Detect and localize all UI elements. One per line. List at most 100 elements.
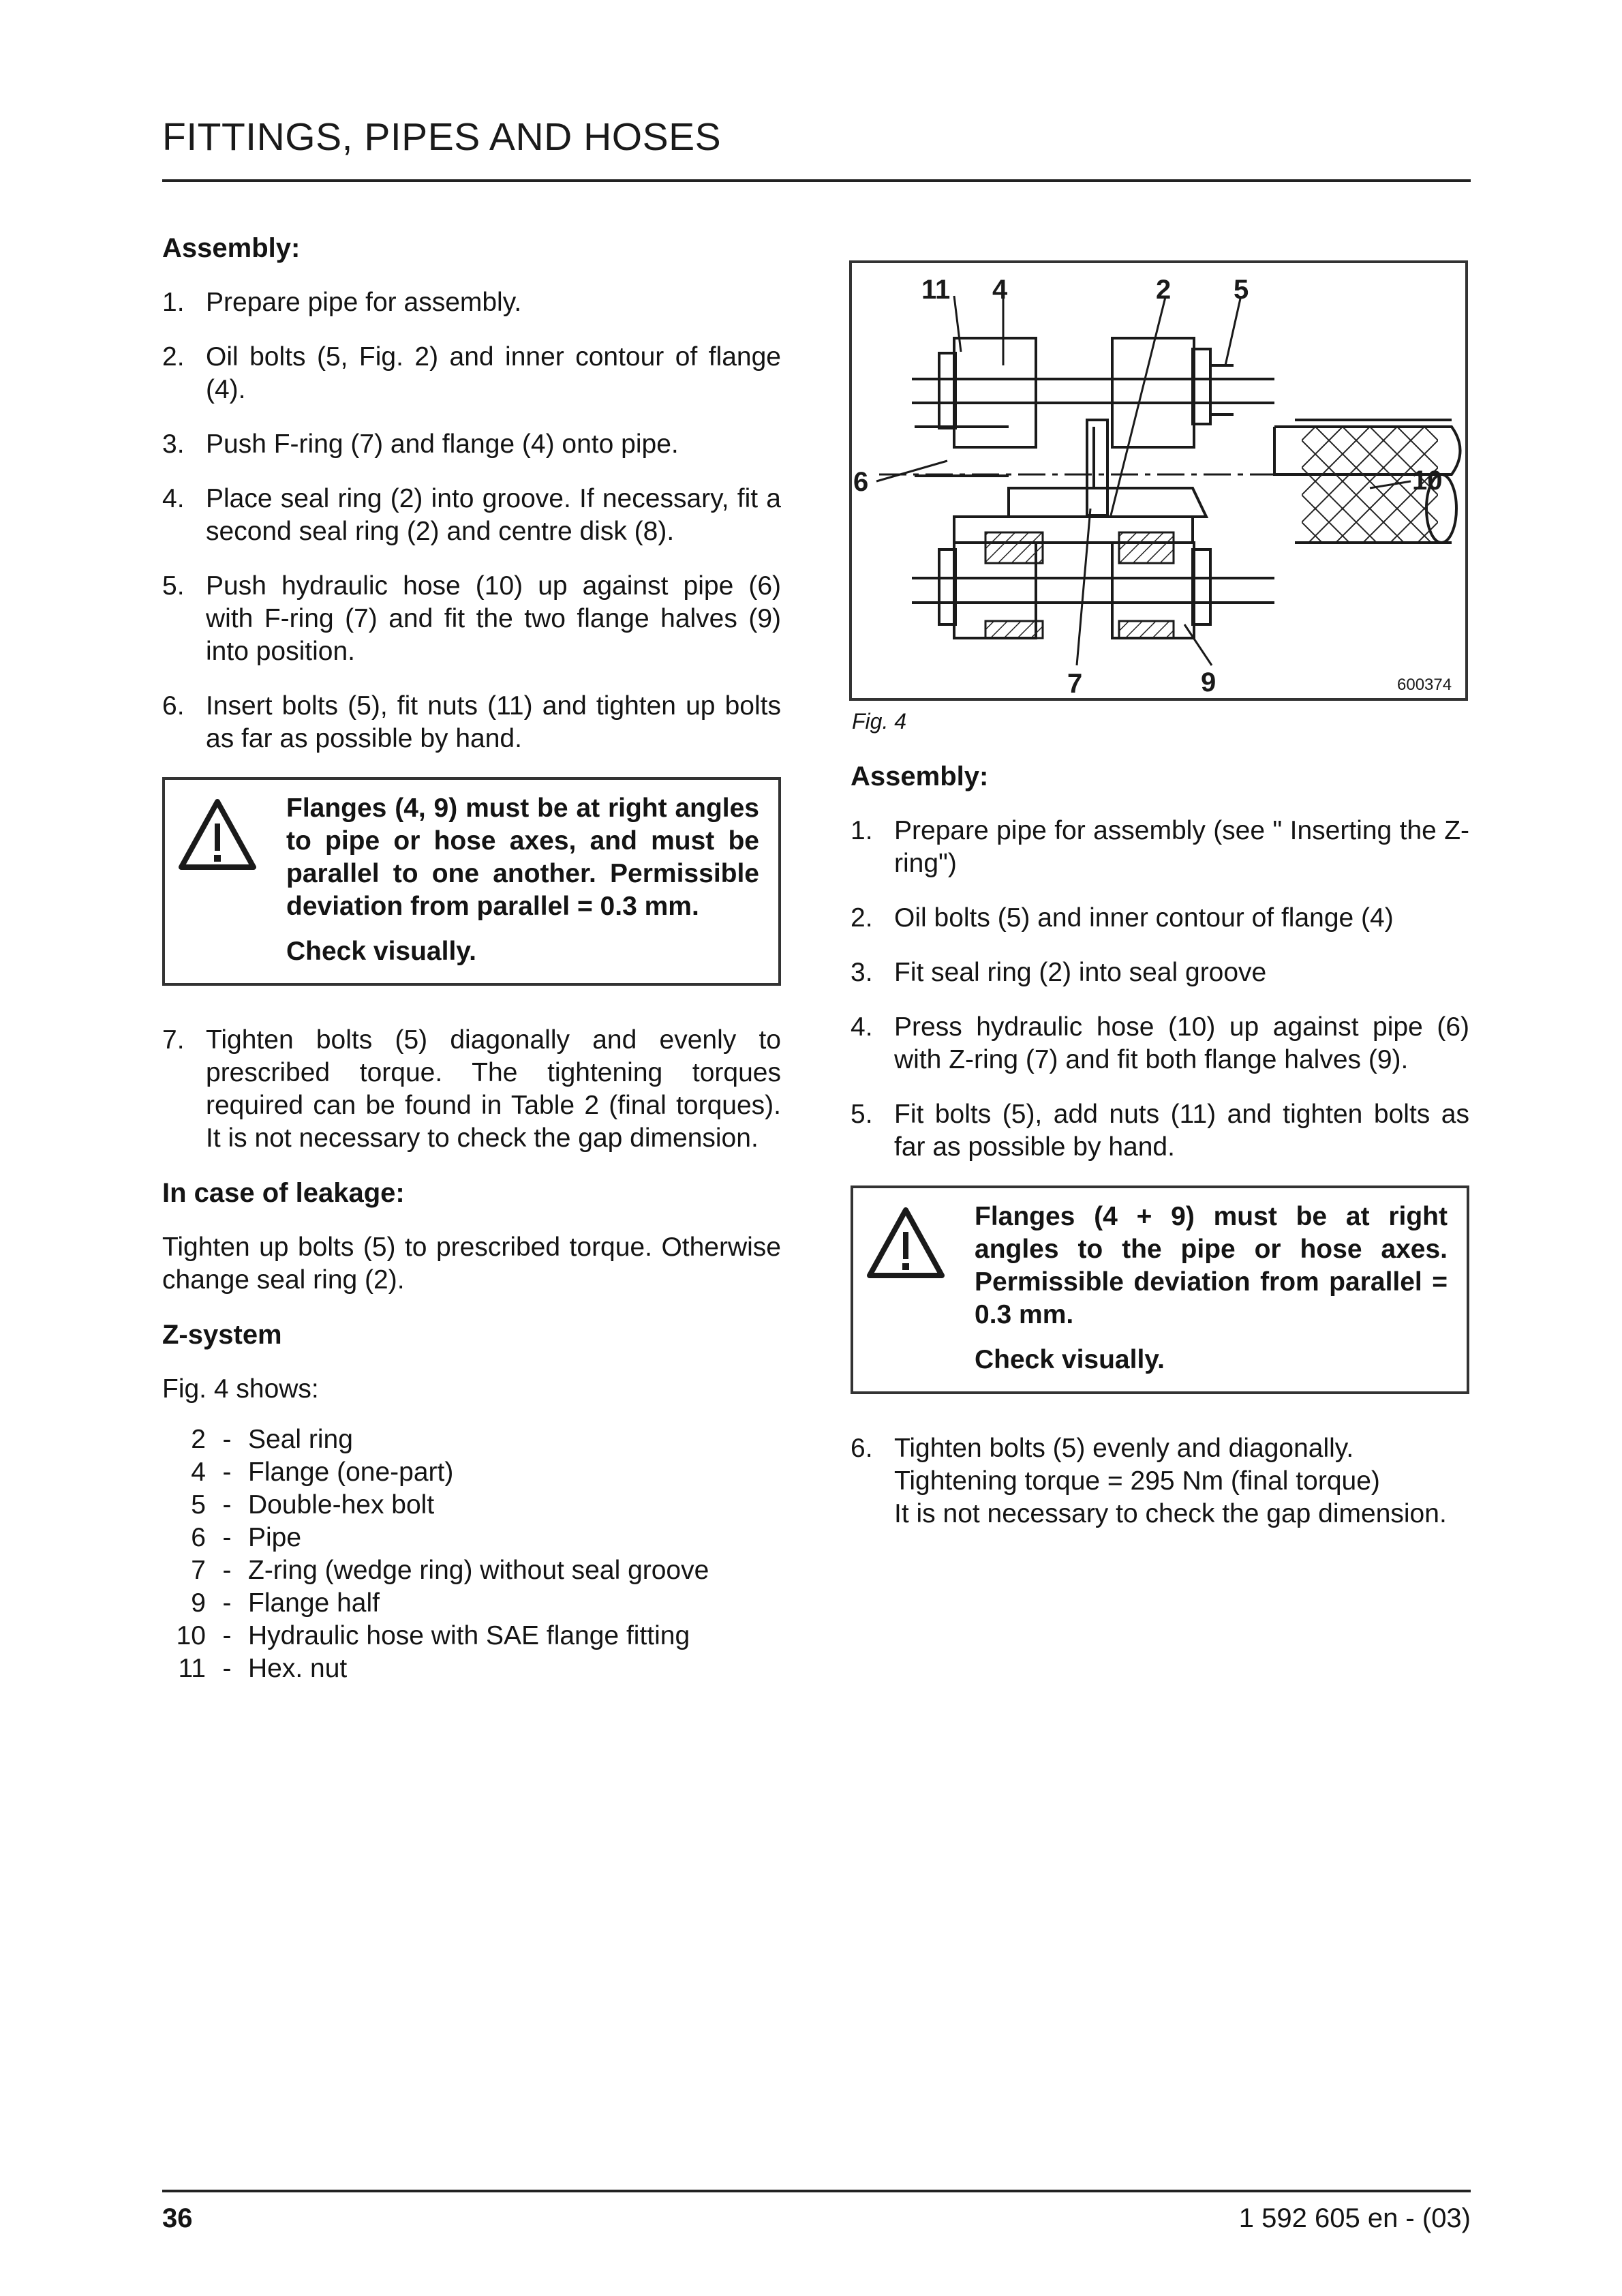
part-desc: Flange half [248,1588,380,1618]
list-item: 3. Fit seal ring (2) into seal groove [851,956,1469,989]
step-number: 7. [162,1025,185,1055]
table-row: 11-Hex. nut [162,1652,709,1685]
leakage-text: Tighten up bolts (5) to prescribed torqu… [162,1233,781,1295]
table-row: 5-Double-hex bolt [162,1489,709,1522]
label-6: 6 [853,467,868,497]
part-desc: Flange (one-part) [248,1457,454,1487]
warning-text: Flanges (4 + 9) must be at right angles … [975,1202,1448,1329]
part-number: 10 [176,1621,206,1650]
warning-box: Flanges (4, 9) must be at right angles t… [162,777,781,986]
step-text: Place seal ring (2) into groove. If nece… [206,484,781,546]
part-number: 5 [191,1490,206,1520]
list-item: 5. Fit bolts (5), add nuts (11) and tight… [851,1098,1469,1164]
warning-check: Check visually. [286,937,476,966]
right-column: Assembly: 1. Prepare pipe for assembly (s… [851,760,1469,1552]
leakage-heading: In case of leakage: [162,1178,405,1208]
part-number: 11 [178,1654,206,1683]
step-text: It is not necessary to check the gap dim… [894,1499,1447,1528]
part-desc: Hex. nut [248,1654,348,1683]
dash: - [222,1425,232,1454]
dash: - [222,1588,232,1618]
list-item: 4. Place seal ring (2) into groove. If ne… [162,483,781,548]
step-number: 1. [851,816,873,845]
list-item: 5. Push hydraulic hose (10) up against pi… [162,570,781,668]
step-number: 4. [162,484,185,513]
step-number: 5. [162,571,185,601]
step-text: Fit seal ring (2) into seal groove [894,958,1267,987]
part-desc: Hydraulic hose with SAE flange fitting [248,1621,690,1650]
label-10: 10 [1412,466,1443,496]
list-item: 1. Prepare pipe for assembly (see " Inser… [851,815,1469,880]
dash: - [222,1490,232,1520]
part-number: 4 [191,1457,206,1487]
assembly-steps-cont: 6. Tighten bolts (5) evenly and diagonal… [851,1432,1469,1530]
table-row: 10-Hydraulic hose with SAE flange fittin… [162,1620,709,1652]
warning-text: Flanges (4, 9) must be at right angles t… [286,794,759,921]
label-7: 7 [1067,669,1082,698]
list-item: 4. Press hydraulic hose (10) up against p… [851,1011,1469,1076]
dash: - [222,1556,232,1585]
step-number: 2. [162,342,185,372]
document-number: 1 592 605 en - (03) [1238,2203,1471,2233]
warning-box: Flanges (4 + 9) must be at right angles … [851,1185,1469,1394]
warning-check: Check visually. [975,1345,1165,1374]
part-desc: Pipe [248,1523,302,1552]
part-desc: Seal ring [248,1425,353,1454]
warning-icon [177,792,286,968]
table-row: 4-Flange (one-part) [162,1456,709,1489]
step-number: 6. [851,1434,873,1463]
step-text: Prepare pipe for assembly (see " Inserti… [894,816,1469,878]
dash: - [222,1654,232,1683]
assembly-steps: 1. Prepare pipe for assembly. 2. Oil bolts… [162,286,781,755]
step-number: 3. [851,958,873,987]
figure-z-system: 11 4 2 5 6 10 7 9 600374 [849,260,1468,701]
footer-rule [162,2190,1471,2192]
list-item: 7. Tighten bolts (5) diagonally and evenl… [162,1024,781,1155]
step-number: 1. [162,288,185,317]
figure-code: 600374 [1397,676,1452,694]
step-text: Prepare pipe for assembly. [206,288,522,317]
figure-caption: Fig. 4 [852,709,907,734]
table-row: 6-Pipe [162,1522,709,1554]
part-number: 9 [191,1588,206,1618]
part-number: 2 [191,1425,206,1454]
step-text: Push F-ring (7) and flange (4) onto pipe… [206,429,679,459]
table-row: 9-Flange half [162,1587,709,1620]
step-number: 5. [851,1100,873,1129]
step-number: 3. [162,429,185,459]
step-number: 2. [851,903,873,933]
part-desc: Z-ring (wedge ring) without seal groove [248,1556,709,1585]
step-text: Fit bolts (5), add nuts (11) and tighten… [894,1100,1469,1162]
label-9: 9 [1201,667,1216,697]
step-text: Insert bolts (5), fit nuts (11) and tigh… [206,691,781,753]
zsystem-heading: Z-system [162,1320,282,1350]
warning-icon [866,1200,975,1376]
list-item: 2. Oil bolts (5, Fig. 2) and inner contou… [162,341,781,406]
assembly-heading: Assembly: [851,761,989,791]
page-title: FITTINGS, PIPES AND HOSES [162,115,722,159]
header-rule [162,179,1471,182]
step-text: Press hydraulic hose (10) up against pip… [894,1012,1469,1074]
label-5: 5 [1234,275,1249,305]
table-row: 7-Z-ring (wedge ring) without seal groov… [162,1554,709,1587]
list-item: 2.Oil bolts (5) and inner contour of fla… [851,902,1469,935]
list-item: 6. Insert bolts (5), fit nuts (11) and ti… [162,690,781,755]
label-2: 2 [1156,275,1171,305]
part-number: 7 [191,1556,206,1585]
assembly-steps: 1. Prepare pipe for assembly (see " Inser… [851,815,1469,1164]
step-number: 6. [162,691,185,721]
fig-shows-text: Fig. 4 shows: [162,1374,319,1404]
parts-list: 2-Seal ring 4-Flange (one-part) 5-Double… [162,1423,709,1685]
dash: - [222,1523,232,1552]
left-column: Assembly: 1.Prepare pipe for assembly. 2… [162,232,781,1685]
label-11: 11 [921,275,950,305]
dash: - [222,1621,232,1650]
page-number: 36 [162,2203,193,2233]
step-text: Tighten bolts (5) diagonally and evenly … [206,1025,781,1153]
table-row: 2-Seal ring [162,1423,709,1456]
step-text: Oil bolts (5, Fig. 2) and inner contour … [206,342,781,404]
label-4: 4 [992,275,1008,305]
step-text: Push hydraulic hose (10) up against pipe… [206,571,781,666]
part-desc: Double-hex bolt [248,1490,435,1520]
step-number: 4. [851,1012,873,1042]
